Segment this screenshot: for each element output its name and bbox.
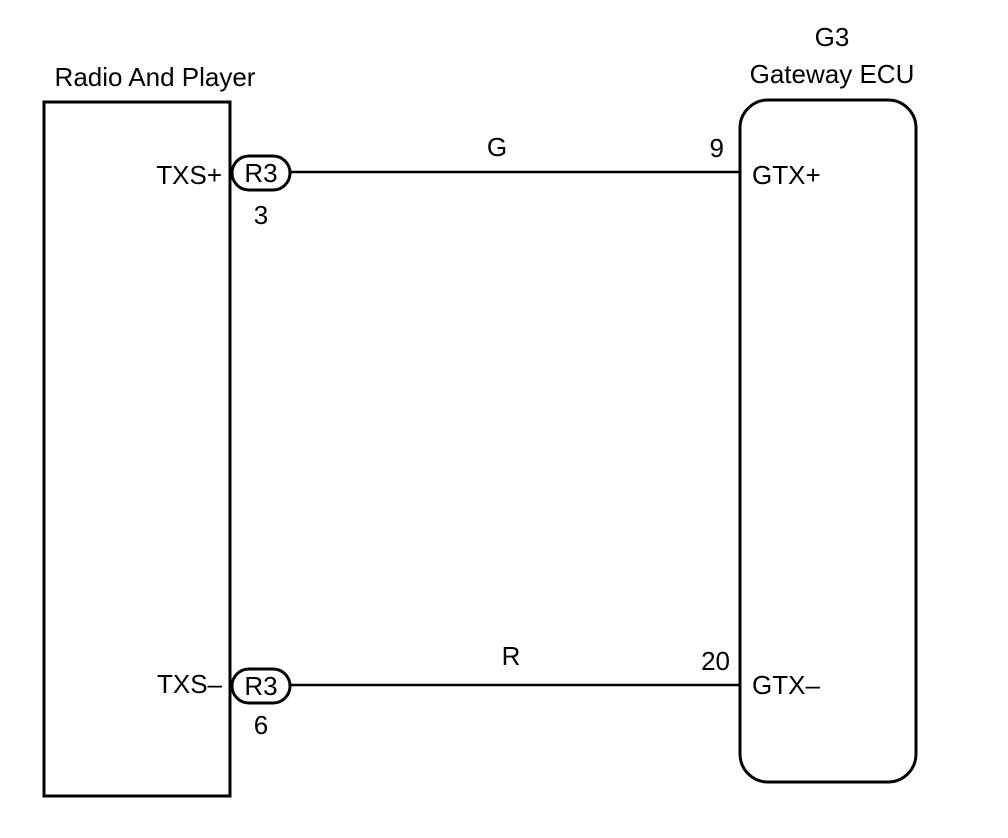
- radio-and-player-title: Radio And Player: [55, 62, 256, 92]
- right-pin-number-lower: 20: [701, 646, 730, 676]
- left-pin-number-lower: 6: [254, 710, 268, 740]
- radio-and-player-box: [42, 100, 232, 798]
- connector-r3-lower: [230, 667, 292, 705]
- wire-lower-color-label: R: [502, 641, 521, 671]
- gateway-ecu-box: [738, 98, 918, 784]
- left-pin-label-txs-minus: TXS–: [157, 669, 223, 699]
- right-pin-label-gtx-plus: GTX+: [752, 160, 821, 190]
- left-pin-number-upper: 3: [254, 200, 268, 230]
- connector-r3-upper: [230, 154, 292, 192]
- right-pin-label-gtx-minus: GTX–: [752, 670, 820, 700]
- left-pin-label-txs-plus: TXS+: [156, 160, 222, 190]
- right-pin-number-upper: 9: [710, 133, 724, 163]
- gateway-ecu-title: Gateway ECU: [750, 59, 915, 89]
- connector-r3-lower-label: R3: [244, 671, 277, 701]
- wire-upper-color-label: G: [487, 132, 507, 162]
- gateway-ecu-code: G3: [815, 22, 850, 52]
- connector-r3-upper-label: R3: [244, 158, 277, 188]
